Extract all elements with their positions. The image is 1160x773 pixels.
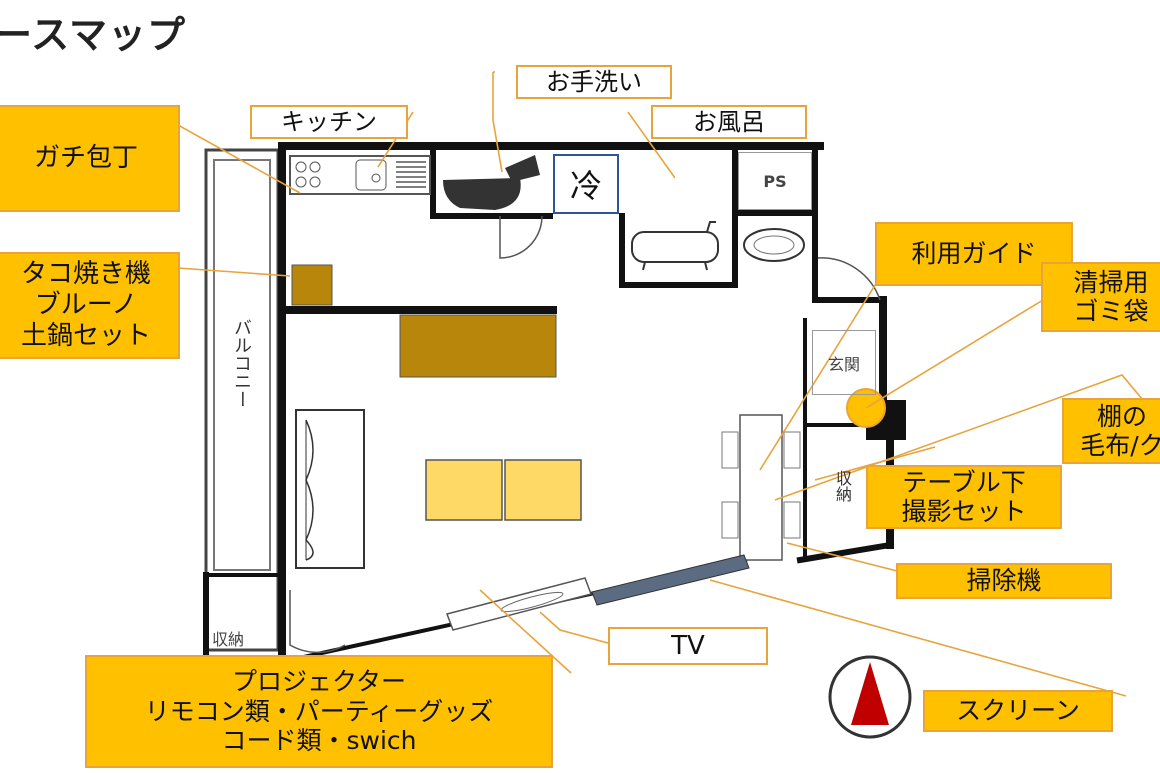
storage-right-label: 収納: [833, 470, 852, 502]
label-takoyaki: タコ焼き機 ブルーノ 土鍋セット: [0, 252, 180, 359]
page-title: ースマップ: [0, 13, 186, 57]
dining-table: [721, 414, 801, 561]
toilet: [443, 155, 543, 259]
balcony: [204, 148, 280, 652]
label-kitchen: キッチン: [250, 105, 408, 139]
label-shelf: 棚の 毛布/ク: [1062, 398, 1160, 464]
balcony-label: バルコニー: [231, 318, 252, 408]
label-screen: スクリーン: [923, 690, 1113, 732]
label-guide: 利用ガイド: [875, 222, 1073, 286]
bathtub: [631, 221, 719, 271]
compass-icon: N: [828, 655, 912, 739]
walls: [203, 142, 894, 668]
label-handwash: お手洗い: [516, 65, 672, 99]
storage-door-swing: [289, 590, 346, 654]
cushion-right: [504, 459, 582, 521]
washbasin: [743, 228, 805, 262]
sofa: [295, 409, 365, 569]
label-projector: プロジェクター リモコン類・パーティーグッズ コード類・swich: [85, 655, 553, 768]
ice-refrigerator-label: 冷: [553, 154, 619, 214]
leader-lines: [177, 71, 1159, 697]
cushion-left: [425, 459, 503, 521]
label-under-table: テーブル下 撮影セット: [866, 465, 1062, 529]
svg-text:N: N: [878, 667, 887, 681]
entrance-door-swing: [817, 257, 881, 301]
takoyaki-shelf: [291, 264, 333, 306]
tv-stand: [446, 577, 592, 631]
screen-bar: [591, 554, 750, 606]
storage-left-label: 収納: [212, 630, 245, 649]
label-cleaning: 清掃用 ゴミ袋: [1041, 262, 1160, 332]
label-vacuum: 掃除機: [896, 563, 1112, 599]
kitchen-cabinet: [399, 314, 557, 378]
label-bath: お風呂: [651, 105, 807, 139]
label-tv: TV: [608, 627, 768, 665]
entrance-label: 玄関: [812, 330, 876, 395]
kitchen-counter: [289, 155, 431, 195]
ps-label: PS: [738, 152, 812, 210]
label-gachi-knife: ガチ包丁: [0, 105, 180, 212]
